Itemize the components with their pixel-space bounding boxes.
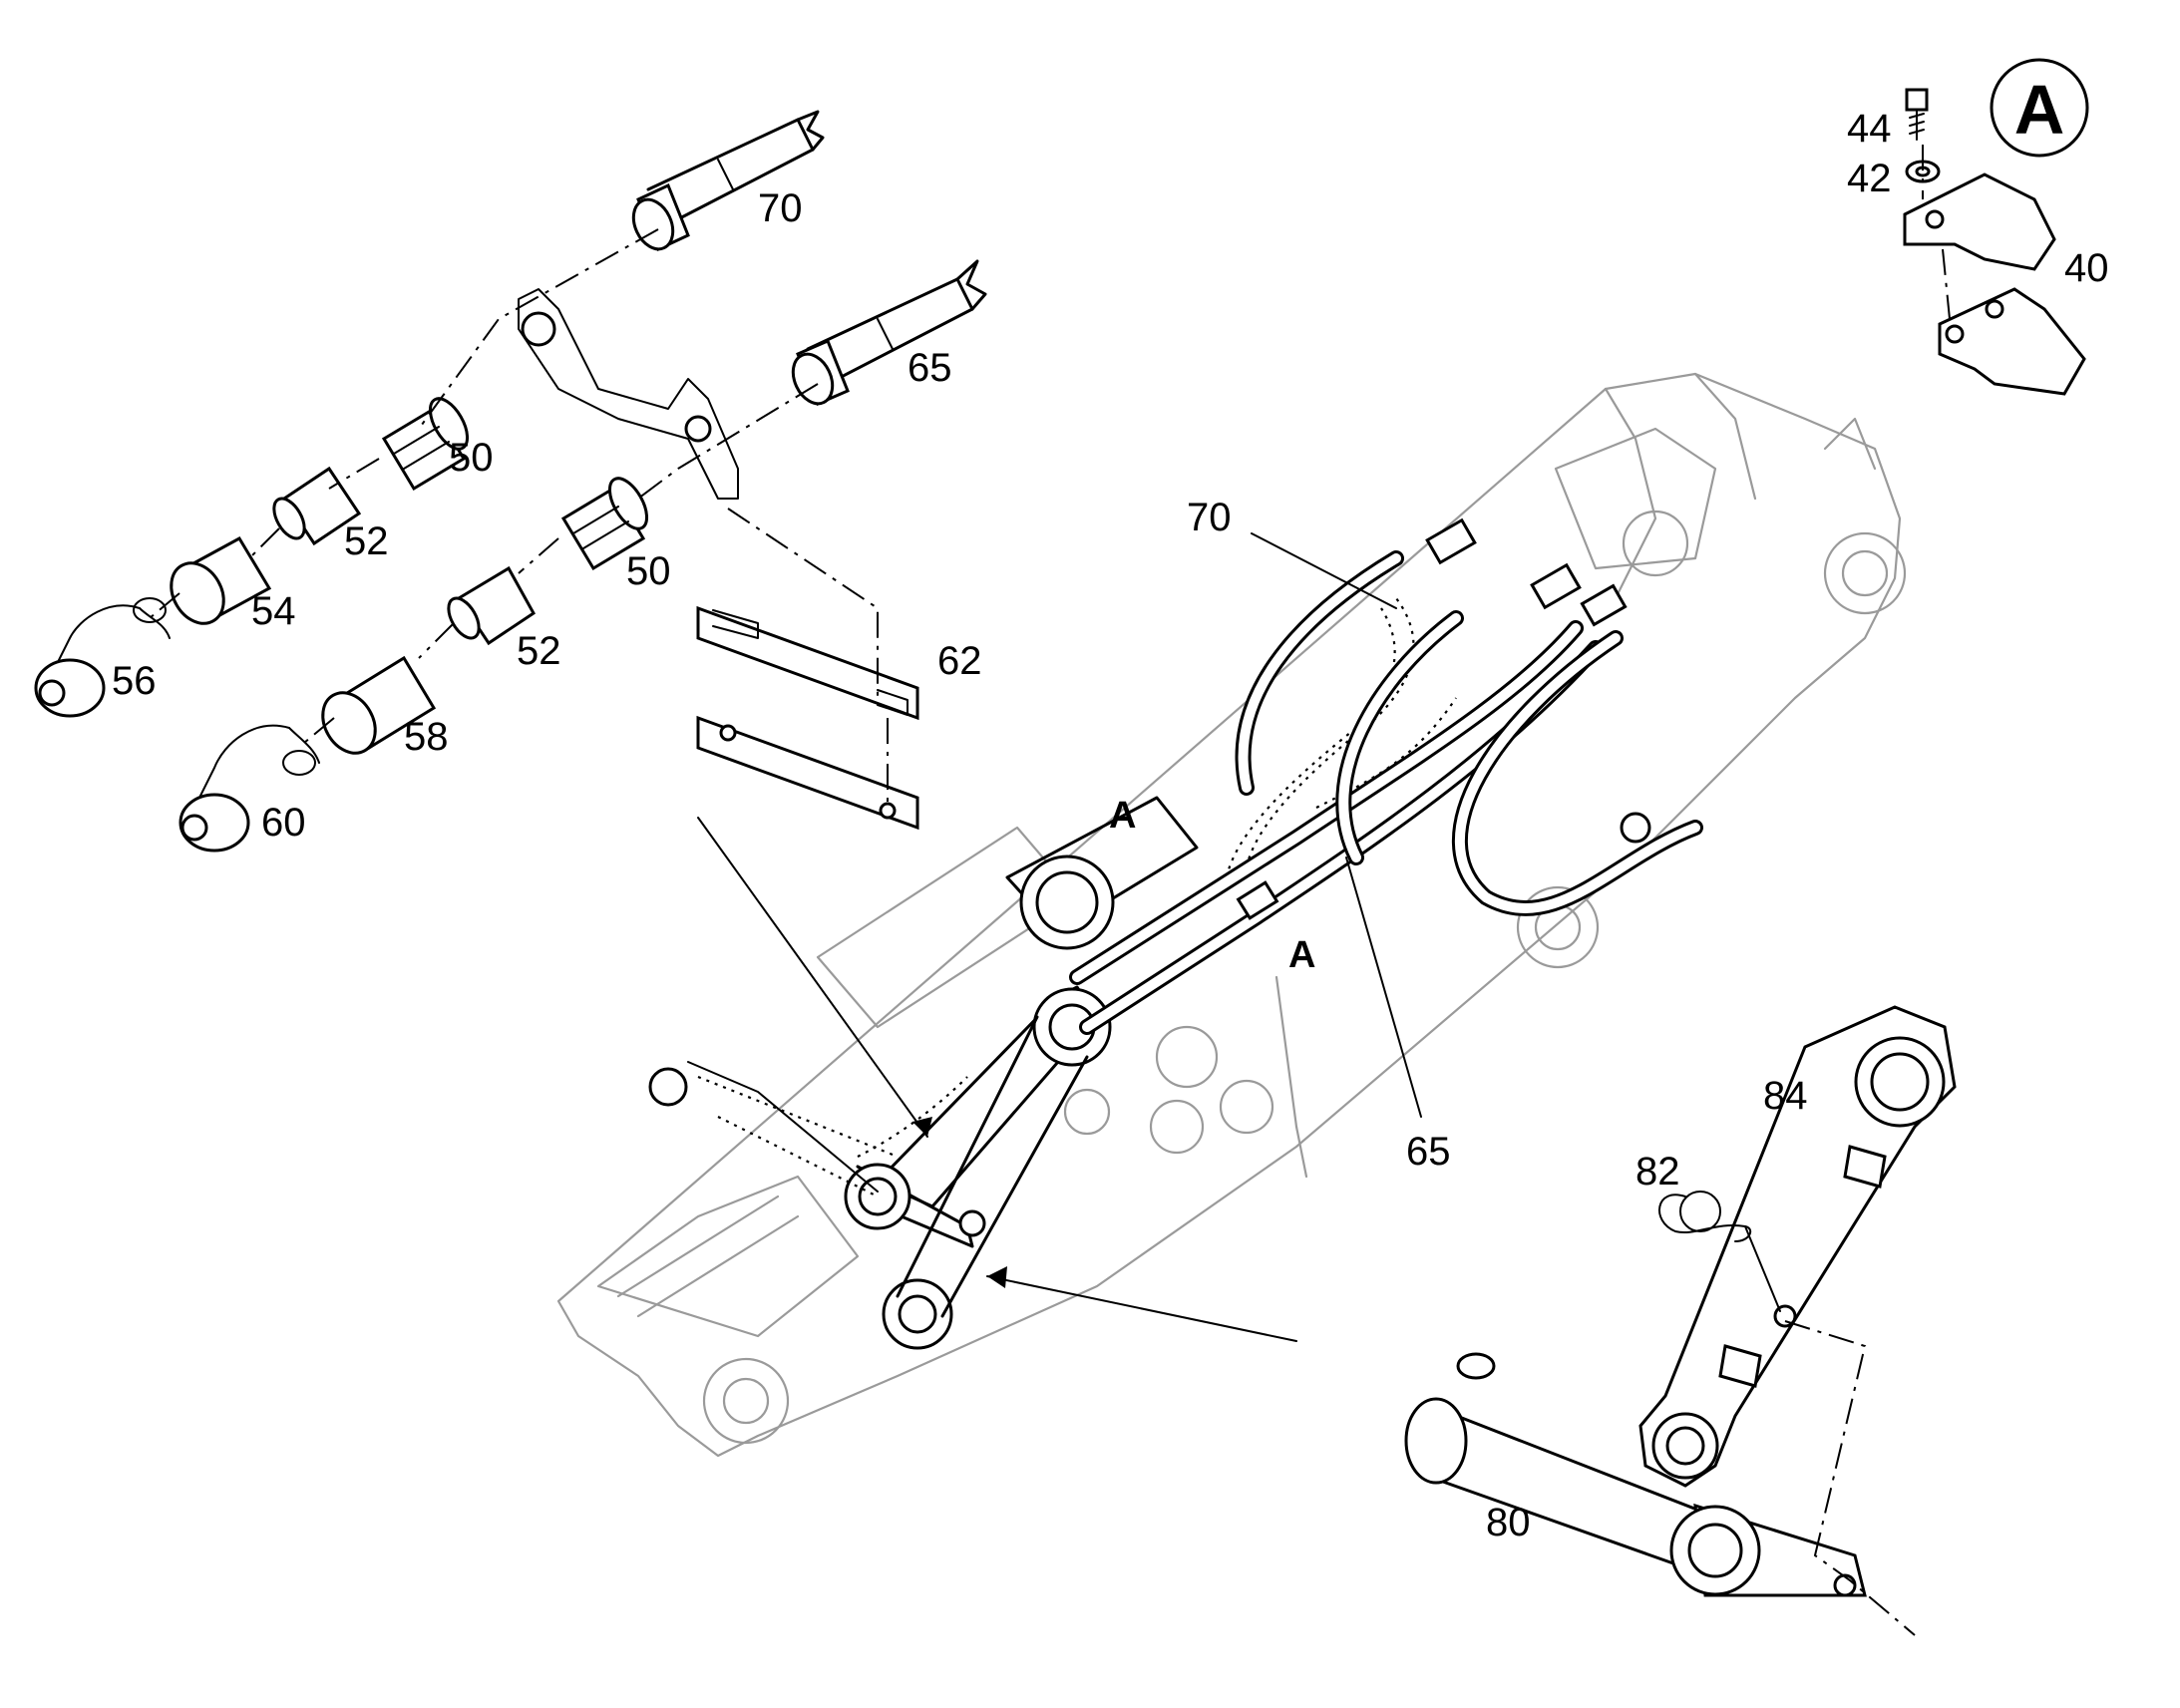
callout-65-top: 65 bbox=[908, 346, 952, 390]
fitting-52-lower bbox=[447, 565, 536, 646]
callout-82: 82 bbox=[1635, 1150, 1680, 1194]
callout-42: 42 bbox=[1847, 157, 1892, 200]
callout-50-lower: 50 bbox=[626, 549, 671, 593]
callout-52-lower: 52 bbox=[517, 629, 561, 673]
callout-65-main: 65 bbox=[1406, 1130, 1451, 1174]
callout-44: 44 bbox=[1847, 107, 1892, 151]
boom-cylinder-linkage bbox=[648, 985, 1112, 1350]
callout-50-upper: 50 bbox=[449, 436, 494, 480]
link-assembly bbox=[1404, 1005, 1957, 1636]
callout-labels: 70 65 50 52 54 56 50 52 58 60 62 70 65 A… bbox=[112, 107, 2109, 1544]
coupling-assembly bbox=[34, 110, 1297, 1342]
detail-a-clamp: A bbox=[1903, 58, 2089, 396]
callout-56: 56 bbox=[112, 659, 157, 703]
callout-70-top: 70 bbox=[758, 186, 803, 230]
dust-cap-56 bbox=[34, 597, 171, 718]
boom-structure bbox=[556, 372, 1907, 1458]
callout-58: 58 bbox=[404, 715, 449, 759]
callout-70-main: 70 bbox=[1187, 496, 1232, 539]
fitting-50-upper bbox=[381, 397, 470, 492]
clamp-marker-a1: A bbox=[1109, 795, 1136, 837]
bracket-plate-62 bbox=[696, 605, 919, 831]
callout-52-upper: 52 bbox=[344, 519, 389, 563]
main-hoses bbox=[1005, 517, 1703, 1035]
callout-80: 80 bbox=[1486, 1501, 1531, 1544]
clamp-marker-a2: A bbox=[1288, 934, 1315, 976]
coupling-54 bbox=[170, 535, 272, 625]
callout-62: 62 bbox=[937, 639, 982, 683]
callout-54: 54 bbox=[251, 589, 296, 633]
detail-view-marker: A bbox=[2014, 71, 2065, 149]
callout-84: 84 bbox=[1763, 1074, 1808, 1118]
fitting-50-lower bbox=[560, 477, 649, 571]
callout-60: 60 bbox=[261, 801, 306, 845]
callout-40: 40 bbox=[2064, 246, 2109, 290]
coupling-58 bbox=[321, 655, 437, 755]
fitting-52-upper bbox=[272, 466, 362, 546]
dust-cap-60 bbox=[179, 724, 320, 853]
